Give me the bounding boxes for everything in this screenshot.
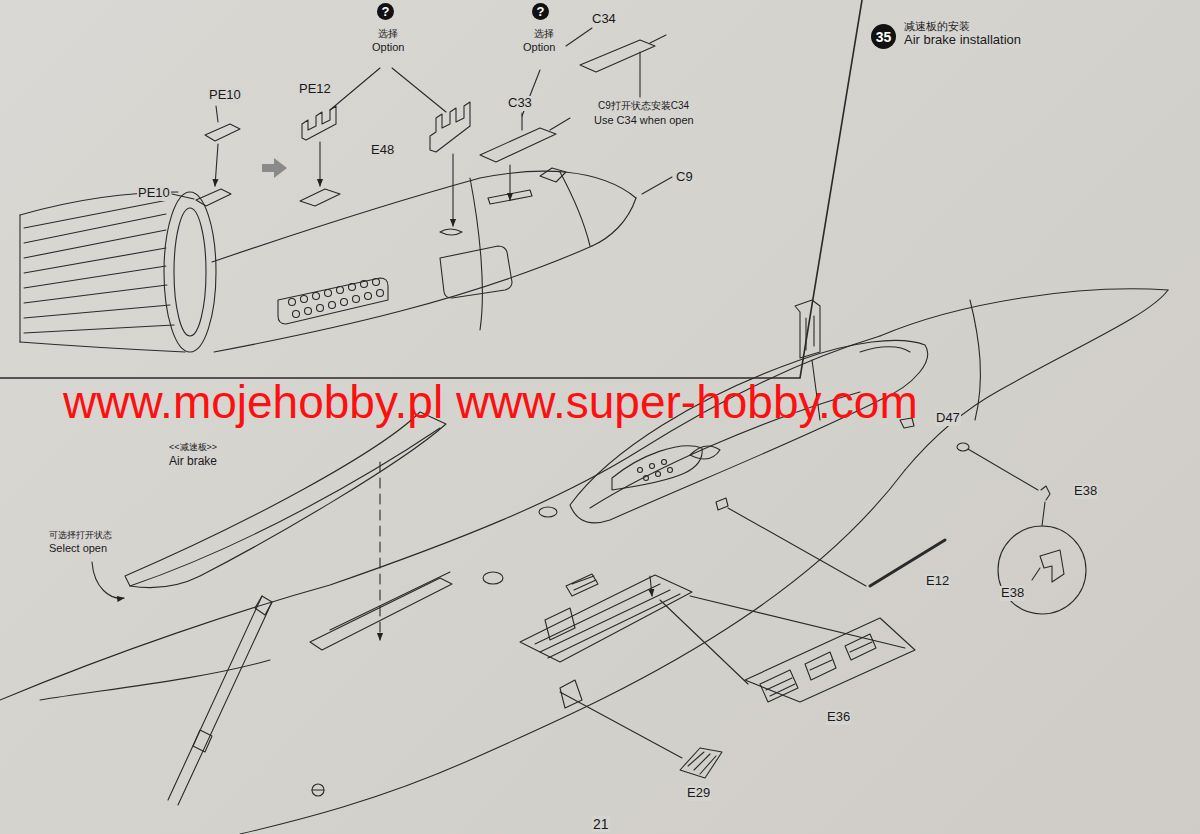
badge-heading: Option bbox=[371, 41, 405, 54]
caption-chinese: <<减速板>> bbox=[168, 442, 218, 452]
badge-heading: 选择 bbox=[533, 28, 555, 40]
part-number: E12 bbox=[925, 574, 950, 589]
part-number: E38 bbox=[1000, 586, 1025, 601]
small-parts bbox=[172, 28, 672, 226]
engine-nozzle bbox=[20, 192, 216, 352]
badge-text: ? bbox=[532, 3, 549, 20]
part-number: C34 bbox=[591, 12, 617, 27]
badge-heading: Air brake installation bbox=[903, 33, 1022, 48]
panel-border bbox=[0, 0, 862, 378]
step-badge: ?选择Option bbox=[377, 3, 394, 20]
note-chinese: C9打开状态安装C34 bbox=[597, 100, 690, 112]
part-number: E48 bbox=[370, 143, 395, 158]
page-number: 21 bbox=[592, 816, 610, 832]
badge-heading: 选择 bbox=[377, 28, 399, 40]
note-text: Select open bbox=[48, 542, 108, 555]
gun-bay bbox=[312, 575, 915, 796]
air-brake bbox=[40, 412, 452, 805]
part-number: C33 bbox=[507, 96, 533, 111]
part-number: PE12 bbox=[298, 82, 332, 97]
step-arrow bbox=[262, 158, 287, 178]
part-number: E29 bbox=[686, 786, 711, 801]
caption-text: Air brake bbox=[168, 455, 218, 469]
step-badge: ?选择Option bbox=[532, 3, 549, 20]
watermark: www.mojehobby.pl www.super-hobby.com bbox=[62, 376, 919, 429]
badge-text: 35 bbox=[871, 24, 896, 49]
badge-heading: Option bbox=[522, 41, 556, 54]
part-number: PE10 bbox=[137, 186, 171, 201]
badge-text: ? bbox=[377, 3, 394, 20]
rear-fuselage bbox=[212, 168, 636, 352]
badge-heading: 减速板的安装 bbox=[903, 20, 971, 33]
part-number: PE10 bbox=[208, 88, 242, 103]
note-chinese: 可选择打开状态 bbox=[48, 530, 113, 540]
step-badge: 35减速板的安装Air brake installation bbox=[871, 24, 896, 49]
part-number: D47 bbox=[935, 411, 961, 426]
part-number: E36 bbox=[826, 710, 851, 725]
part-number: C9 bbox=[675, 170, 694, 185]
forward-fuselage bbox=[0, 289, 1168, 834]
note-text: Use C34 when open bbox=[593, 114, 695, 127]
part-number: E38 bbox=[1073, 484, 1098, 499]
